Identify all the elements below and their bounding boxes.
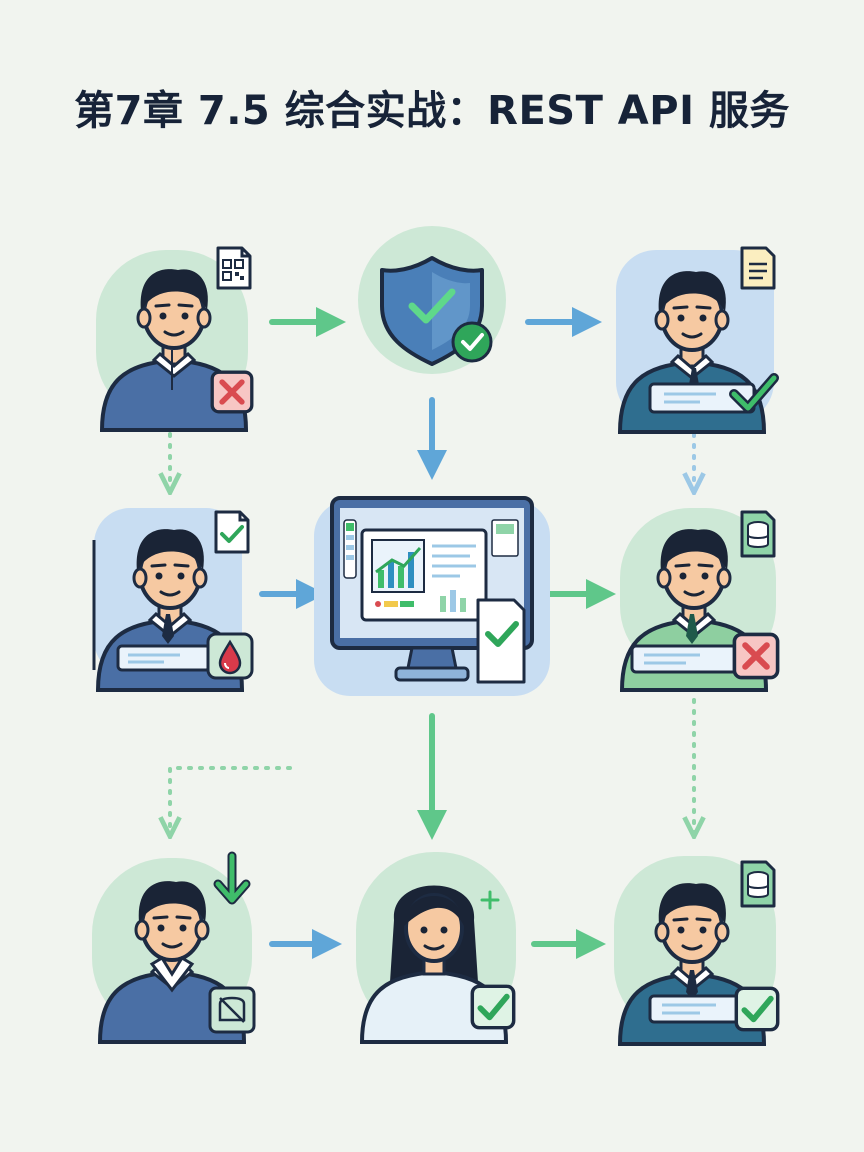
qr-document-icon — [216, 246, 252, 290]
user-node-bottom-right — [614, 856, 778, 1046]
user-node-top-left — [96, 246, 252, 432]
green-check-badge-icon — [451, 321, 493, 363]
green-check-badge-icon — [472, 986, 513, 1027]
check-document-icon — [214, 510, 250, 554]
user-node-mid-right — [620, 508, 778, 692]
water-drop-icon — [206, 632, 254, 680]
green-check-badge-icon — [736, 988, 777, 1029]
user-node-top-right — [616, 246, 779, 434]
green-check-badge-icon — [729, 373, 779, 413]
user-node-bottom-left — [92, 851, 256, 1044]
plus-icon — [480, 890, 500, 910]
dotted-arrow-left-down-2 — [170, 766, 292, 834]
check-document-icon — [476, 598, 526, 684]
database-icon — [740, 860, 776, 908]
page-title: 第7章 7.5 综合实战：REST API 服务 — [74, 88, 790, 134]
no-image-icon — [208, 986, 256, 1034]
auth-shield-node — [358, 226, 506, 374]
document-icon — [740, 246, 776, 290]
red-cross-badge-icon — [212, 372, 252, 412]
user-node-mid-left — [92, 508, 254, 692]
arrows — [170, 307, 694, 959]
server-monitor-node — [314, 496, 550, 696]
red-cross-badge-icon — [734, 634, 777, 677]
database-icon — [740, 510, 776, 558]
dashboard-chart-icon — [360, 528, 488, 622]
user-node-bottom-center — [356, 852, 516, 1044]
down-arrow-icon — [213, 851, 251, 905]
